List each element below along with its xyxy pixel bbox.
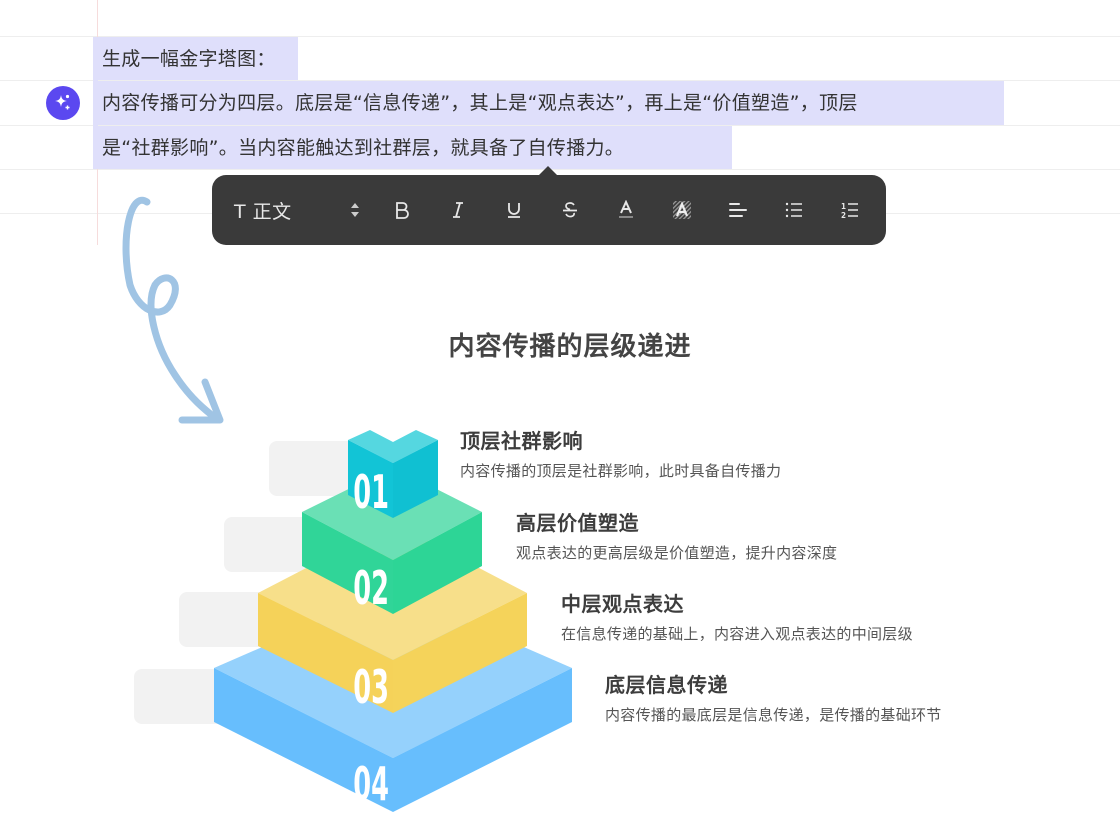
highlight-button[interactable] <box>670 175 694 245</box>
text-color-icon <box>619 200 633 218</box>
underline-icon <box>508 203 520 218</box>
side-tab <box>269 441 359 496</box>
underline-button[interactable] <box>502 175 526 245</box>
bullet-list-button[interactable] <box>782 175 806 245</box>
svg-text:1: 1 <box>841 202 846 211</box>
style-switch-button[interactable] <box>346 175 364 245</box>
toolbar-caret <box>538 166 558 176</box>
prompt-line-2[interactable]: 内容传播可分为四层。底层是“信息传递”，其上是“观点表达”，再上是“价值塑造”，… <box>102 92 858 114</box>
selection-highlight <box>95 126 732 169</box>
side-tab <box>179 592 269 647</box>
level-02-title: 高层价值塑造 <box>516 511 639 535</box>
level-02-desc: 观点表达的更高层级是价值塑造，提升内容深度 <box>516 544 838 562</box>
level-number: 04 <box>353 758 389 812</box>
level-03-desc: 在信息传递的基础上，内容进入观点表达的中间层级 <box>561 625 913 643</box>
italic-icon <box>453 202 463 218</box>
numbered-list-icon: 12 <box>841 202 858 219</box>
level-number: 03 <box>353 661 389 715</box>
side-tab <box>224 517 314 572</box>
prompt-line-3[interactable]: 是“社群影响”。当内容能触达到社群层，就具备了自传播力。 <box>102 137 625 159</box>
strikethrough-icon <box>563 202 577 218</box>
strikethrough-button[interactable] <box>558 175 582 245</box>
selection-highlight <box>95 81 1004 125</box>
italic-button[interactable] <box>446 175 470 245</box>
curly-arrow-icon <box>122 196 224 424</box>
sparkle-icon <box>55 94 70 110</box>
doc-rule <box>0 169 1120 170</box>
level-number: 01 <box>353 466 389 520</box>
prompt-line-1[interactable]: 生成一幅金字塔图： <box>102 48 276 70</box>
text-style-dropdown[interactable]: T 正文 <box>234 200 292 223</box>
align-button[interactable] <box>726 175 750 245</box>
level-01-desc: 内容传播的顶层是社群影响，此时具备自传播力 <box>460 462 782 480</box>
svg-text:2: 2 <box>841 211 846 219</box>
highlight-icon <box>673 201 691 219</box>
level-03-title: 中层观点表达 <box>561 592 684 616</box>
bold-button[interactable] <box>390 175 414 245</box>
level-04-title: 底层信息传递 <box>605 673 728 697</box>
level-01-title: 顶层社群影响 <box>460 429 583 453</box>
selection-highlight <box>95 37 298 80</box>
level-04-desc: 内容传播的最底层是信息传递，是传播的基础环节 <box>605 706 942 724</box>
ai-assistant-button[interactable] <box>46 86 80 120</box>
text-color-button[interactable] <box>614 175 638 245</box>
align-left-icon <box>729 203 747 217</box>
level-number: 02 <box>353 562 389 616</box>
diagram-title: 内容传播的层级递进 <box>448 332 692 362</box>
pyramid-level-01: 01 <box>348 430 438 520</box>
bold-icon <box>396 202 409 219</box>
doc-rule <box>0 125 1120 126</box>
bullet-list-icon <box>785 202 802 218</box>
side-tab <box>134 669 224 724</box>
updown-arrows-icon <box>351 203 359 217</box>
doc-rule <box>0 36 1120 37</box>
doc-rule <box>0 80 1120 81</box>
